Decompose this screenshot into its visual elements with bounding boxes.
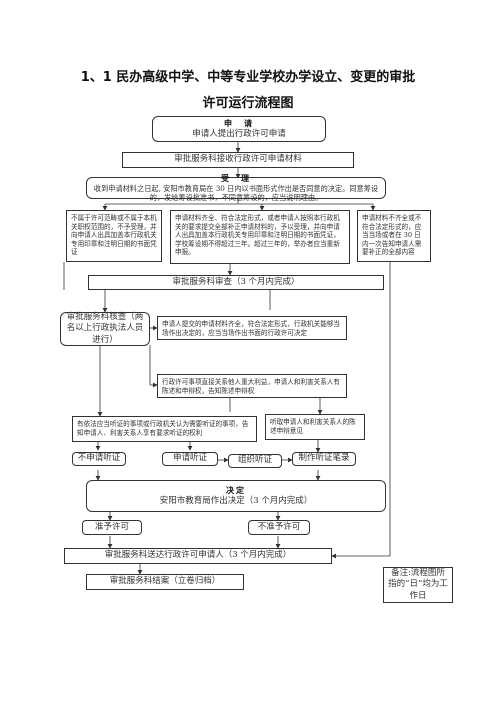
- left-branch-box: 不属于许可范畴或不属于本机关职权范围的，不予受理，并向申请人出具加盖本行政机关专…: [66, 210, 162, 262]
- deliver-box: 审批服务科送达行政许可申请人（3 个月内完成）: [64, 548, 332, 564]
- hearing-notice-box: 有依法应当听证的事项或行政机关认为需要听证的事项，告知申请人、利害关系人享有要求…: [72, 416, 257, 442]
- right-branch-text: 申请材料不齐全或不符合法定形式的，应当当场或者在 30 日内一次告知申请人需要补…: [362, 214, 422, 257]
- org-hearing-text: 组织听证: [237, 455, 272, 466]
- statement-box: 听取申请人和利害关系人的陈述申辩意见: [265, 414, 365, 440]
- verify-a-box: 申请人提交的申请材料齐全，符合法定形式，行政机关能够当场作出决定的，应当当场作出…: [157, 316, 347, 340]
- hearing-notice-text: 有依法应当听证的事项或行政机关认为需要听证的事项，告知申请人、利害关系人享有要求…: [77, 420, 249, 437]
- decision-title: 决定: [226, 485, 246, 496]
- note-text: 备注:流程图所指的“日”均为工作日: [388, 568, 448, 601]
- left-branch-text: 不属于许可范畴或不属于本机关职权范围的，不予受理，并向申请人出具加盖本行政机关专…: [71, 214, 157, 257]
- page-title-line2: 许可运行流程图: [202, 96, 294, 111]
- grant-text: 准予许可: [94, 521, 129, 532]
- decision-box: 决定 安阳市教育局作出决定（3 个月内完成）: [86, 480, 386, 512]
- accept-box: 受 理 收到申请材料之日起, 安阳市教育局在 30 日内以书面形式作出是否同意的…: [86, 173, 386, 202]
- verify-b-box: 行政许可事项直接关系他人重大利益，申请人和利害关系人有陈述和申辩权，告知陈述申辩…: [157, 374, 347, 398]
- apply-title: 申 请: [224, 118, 254, 129]
- apply-box: 申 请 申请人提出行政许可申请: [152, 116, 326, 142]
- decision-text: 安阳市教育局作出决定（3 个月内完成）: [159, 495, 313, 506]
- deny-text: 不准予许可: [257, 521, 301, 532]
- req-hearing-text: 申请听证: [172, 453, 207, 464]
- receive-text: 审批服务科接收行政许可申请材料: [174, 154, 302, 165]
- deliver-text: 审批服务科送达行政许可申请人（3 个月内完成）: [104, 550, 292, 561]
- mid-branch-box: 申请材料齐全、符合法定形式，或者申请人按照本行政机关的要求提交全部补正申请材料的…: [170, 210, 350, 264]
- review-text: 审批服务科审查（3 个月内完成）: [172, 276, 300, 287]
- note-box: 备注:流程图所指的“日”均为工作日: [383, 567, 453, 603]
- no-hearing-text: 不申请听证: [77, 453, 121, 464]
- apply-text: 申请人提出行政许可申请: [192, 128, 286, 139]
- org-hearing-box: 组织听证: [228, 454, 282, 468]
- statement-text: 听取申请人和利害关系人的陈述申辩意见: [270, 418, 356, 435]
- record-text: 制作听证笔录: [298, 453, 350, 464]
- no-hearing-box: 不申请听证: [72, 452, 126, 466]
- verify-a-text: 申请人提交的申请材料齐全，符合法定形式，行政机关能够当场作出决定的，应当当场作出…: [162, 320, 341, 337]
- req-hearing-box: 申请听证: [162, 452, 218, 466]
- archive-box: 审批服务科结案（立卷归档）: [86, 574, 244, 590]
- archive-text: 审批服务科结案（立卷归档）: [109, 576, 221, 587]
- record-box: 制作听证笔录: [292, 452, 356, 466]
- review-box: 审批服务科审查（3 个月内完成）: [88, 275, 384, 290]
- verify-box: 审批服务科核查（两名以上行政执法人员进行）: [60, 312, 150, 346]
- deny-box: 不准予许可: [248, 520, 310, 535]
- accept-text: 收到申请材料之日起, 安阳市教育局在 30 日内以书面形式作出是否同意的决定。同…: [93, 183, 379, 203]
- mid-branch-text: 申请材料齐全、符合法定形式，或者申请人按照本行政机关的要求提交全部补正申请材料的…: [175, 214, 340, 257]
- right-branch-box: 申请材料不齐全或不符合法定形式的，应当当场或者在 30 日内一次告知申请人需要补…: [357, 210, 431, 262]
- accept-title: 受 理: [221, 173, 251, 184]
- verify-b-text: 行政许可事项直接关系他人重大利益，申请人和利害关系人有陈述和申辩权，告知陈述申辩…: [162, 378, 341, 395]
- verify-text: 审批服务科核查（两名以上行政执法人员进行）: [66, 312, 144, 345]
- receive-box: 审批服务科接收行政许可申请材料: [122, 152, 354, 168]
- grant-box: 准予许可: [82, 520, 142, 535]
- page-title-line1: 1、1 民办高级中学、中等专业学校办学设立、变更的审批: [80, 70, 416, 85]
